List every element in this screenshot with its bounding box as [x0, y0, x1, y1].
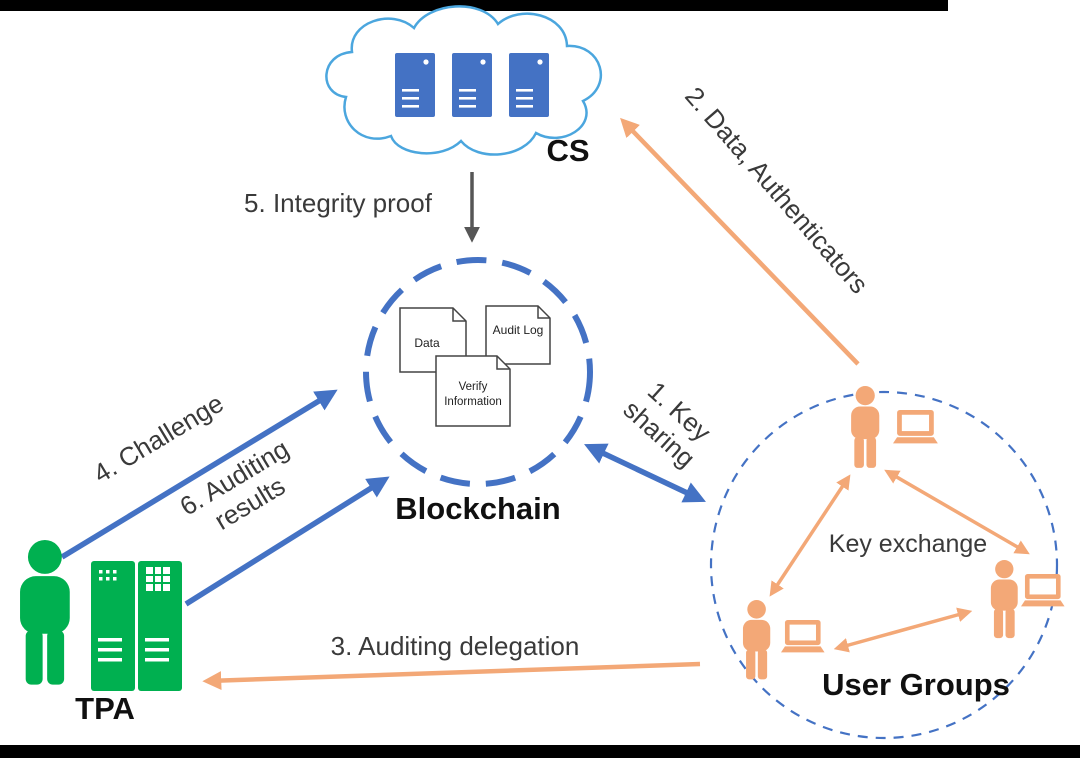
user-groups-label: User Groups — [822, 667, 1010, 702]
document-verify-label-line1: Verify — [459, 381, 488, 393]
key-exchange-arrow-right — [884, 469, 1030, 555]
key-exchange-label: Key exchange — [829, 530, 987, 558]
tpa-server-rack-icon — [91, 561, 182, 691]
document-audit-log-icon: Audit Log — [485, 305, 551, 365]
document-verify-label-line2: Information — [444, 396, 502, 408]
document-verify-information-icon: Verify Information — [435, 355, 511, 427]
user-right-person-icon — [990, 560, 1018, 639]
cs-server-icon-1 — [395, 53, 435, 117]
user-bottom-left-laptop-icon — [781, 620, 825, 653]
tpa-person-icon — [20, 540, 70, 685]
top-letterbox-bar — [0, 0, 948, 11]
challenge-label: 4. Challenge — [88, 388, 229, 489]
blockchain-node: Data Audit Log Verify Information Blockc… — [363, 257, 593, 526]
tpa-node: TPA — [20, 540, 182, 726]
cs-label: CS — [546, 133, 589, 168]
document-data-label: Data — [414, 336, 440, 350]
key-sharing-label: 1. Keysharing — [618, 372, 722, 474]
auditing-delegation-arrow — [202, 661, 701, 690]
cs-node: CS — [325, 5, 602, 168]
key-exchange-arrow-left — [769, 474, 851, 597]
auditing-delegation-label: 3. Auditing delegation — [331, 631, 580, 661]
blockchain-dashed-circle — [363, 257, 593, 487]
user-right-laptop-icon — [1021, 574, 1065, 607]
data-authenticators-label: 2. Data, Authenticators — [679, 81, 874, 299]
user-top-laptop-icon — [893, 410, 938, 444]
integrity-proof-label: 5. Integrity proof — [244, 188, 433, 218]
data-authenticators-arrow — [620, 117, 860, 366]
cs-server-icon-3 — [509, 53, 549, 117]
blockchain-label: Blockchain — [395, 491, 560, 526]
challenge-arrow — [60, 389, 338, 560]
cs-server-icon-2 — [452, 53, 492, 117]
user-bottom-left-person-icon — [742, 600, 771, 680]
auditing-results-arrow — [184, 476, 390, 607]
key-sharing-arrow — [584, 443, 706, 503]
user-groups-dashed-circle — [709, 390, 1059, 740]
tpa-label: TPA — [75, 691, 135, 726]
bottom-letterbox-bar — [0, 745, 1080, 758]
document-audit-log-label: Audit Log — [493, 323, 544, 337]
user-groups-node: Key exchange User Groups — [709, 386, 1065, 740]
key-exchange-arrow-bottom — [833, 607, 973, 653]
user-top-person-icon — [851, 386, 880, 468]
